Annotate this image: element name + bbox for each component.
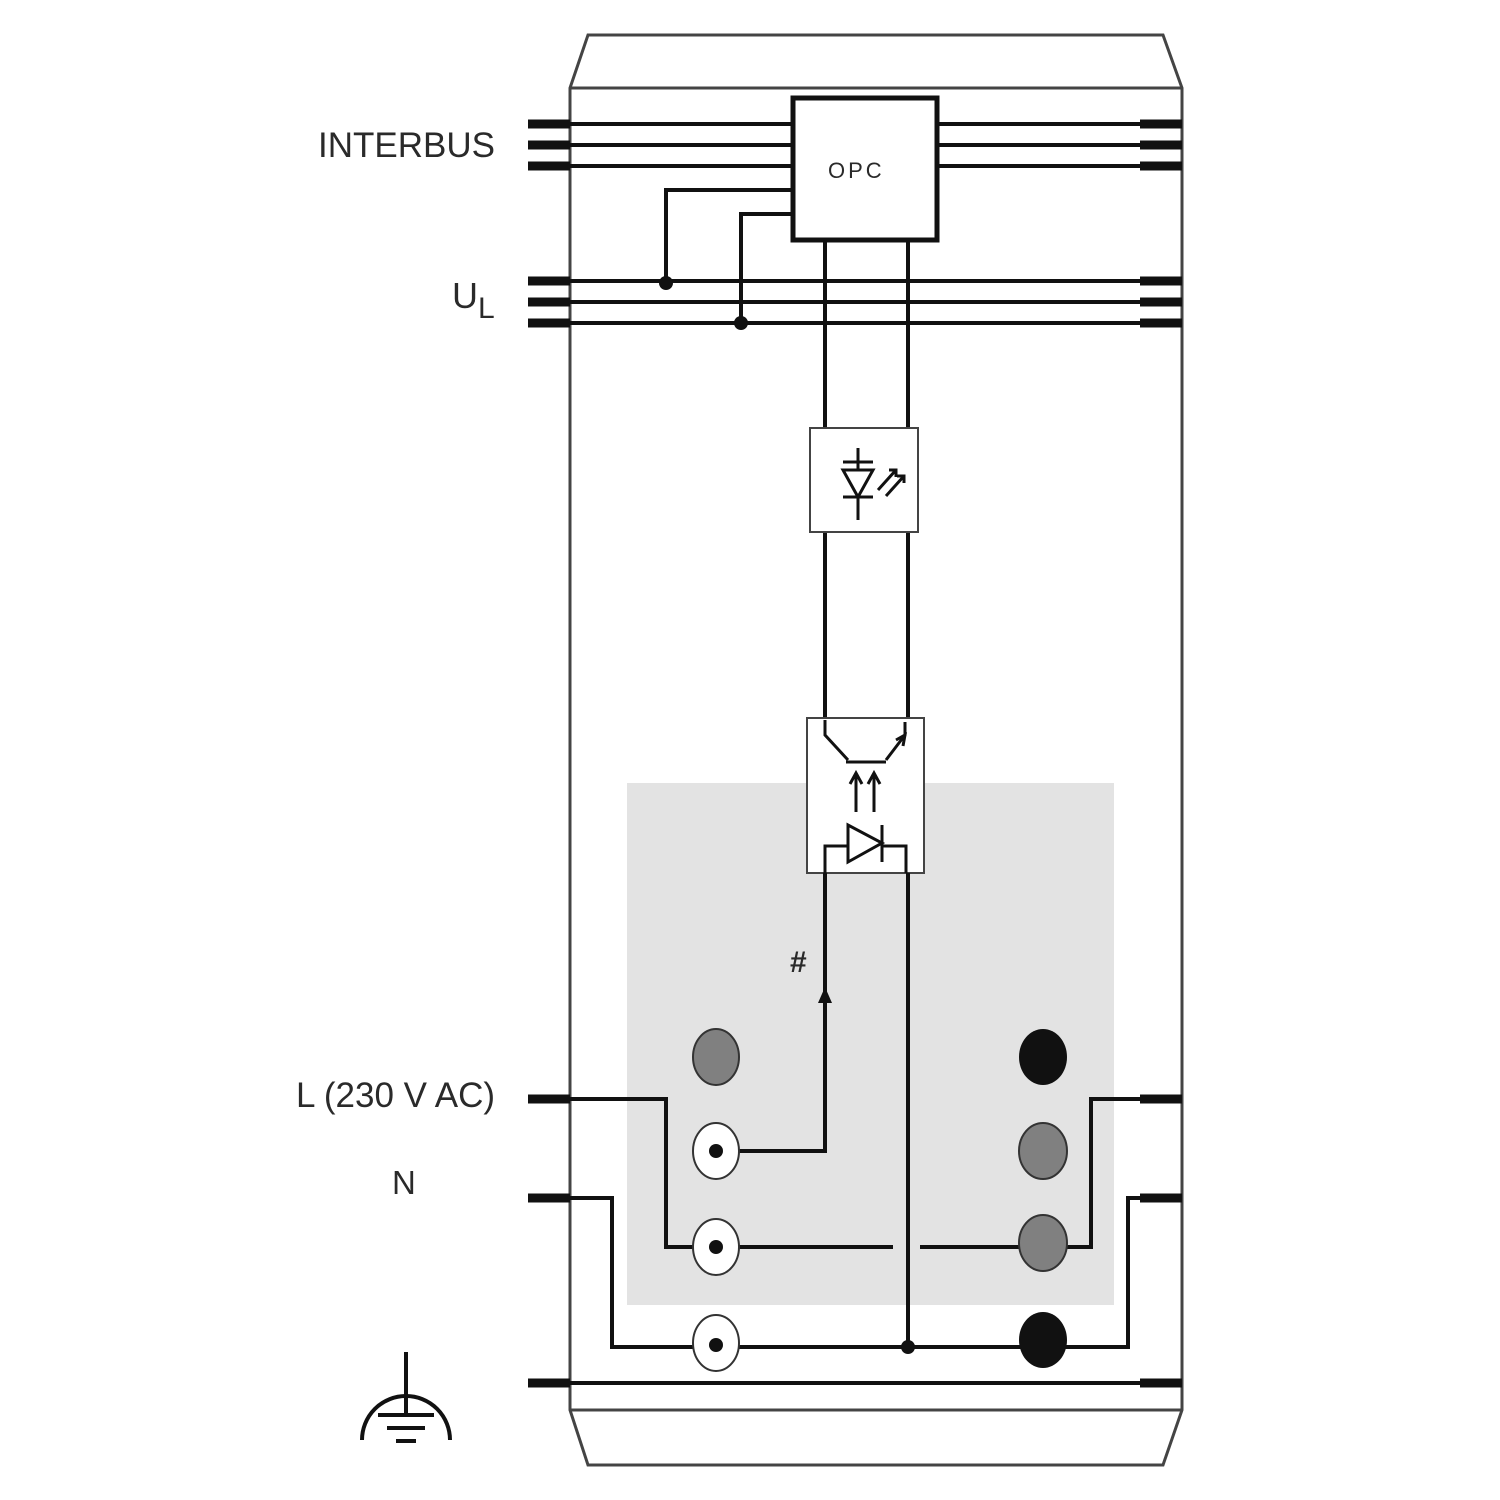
ul-terminals (528, 276, 1182, 328)
opc-supply-wires (664, 188, 793, 323)
power-terminals (528, 1094, 1182, 1388)
junction-dot (901, 1340, 915, 1354)
l-supply-label: L (230 V AC) (296, 1076, 496, 1115)
terminal-gray (1018, 1122, 1068, 1180)
terminal-gray (692, 1028, 740, 1086)
neutral-label: N (392, 1164, 416, 1201)
arrow-marker (818, 987, 832, 1003)
ul-label: UL (452, 275, 495, 324)
terminal-open (692, 1218, 740, 1276)
signal-wires (823, 240, 910, 718)
ul-label-main: U (452, 275, 478, 316)
protective-earth-icon (360, 1352, 452, 1443)
module-housing (568, 33, 1184, 1467)
n-wire (530, 1196, 1180, 1349)
optocoupler-icon (823, 720, 908, 873)
l-supply-wire (530, 1097, 1180, 1249)
interbus-terminals (528, 119, 1182, 171)
ul-label-subscript: L (478, 292, 495, 325)
ul-lines (530, 279, 1180, 325)
hash-label: # (790, 946, 807, 979)
opc-block (790, 95, 940, 243)
interbus-lines (530, 122, 1180, 168)
junction-dot (734, 316, 748, 330)
terminal-black (1019, 1029, 1067, 1085)
terminal-open (692, 1314, 740, 1372)
interbus-label: INTERBUS (318, 126, 495, 165)
junction-dot (659, 276, 673, 290)
led-indicator-icon (840, 448, 906, 520)
l-signal-wire (716, 873, 910, 1347)
terminal-gray (1018, 1214, 1068, 1272)
terminal-open (692, 1122, 740, 1180)
terminal-black (1019, 1312, 1067, 1368)
opc-label: OPC (828, 158, 885, 183)
